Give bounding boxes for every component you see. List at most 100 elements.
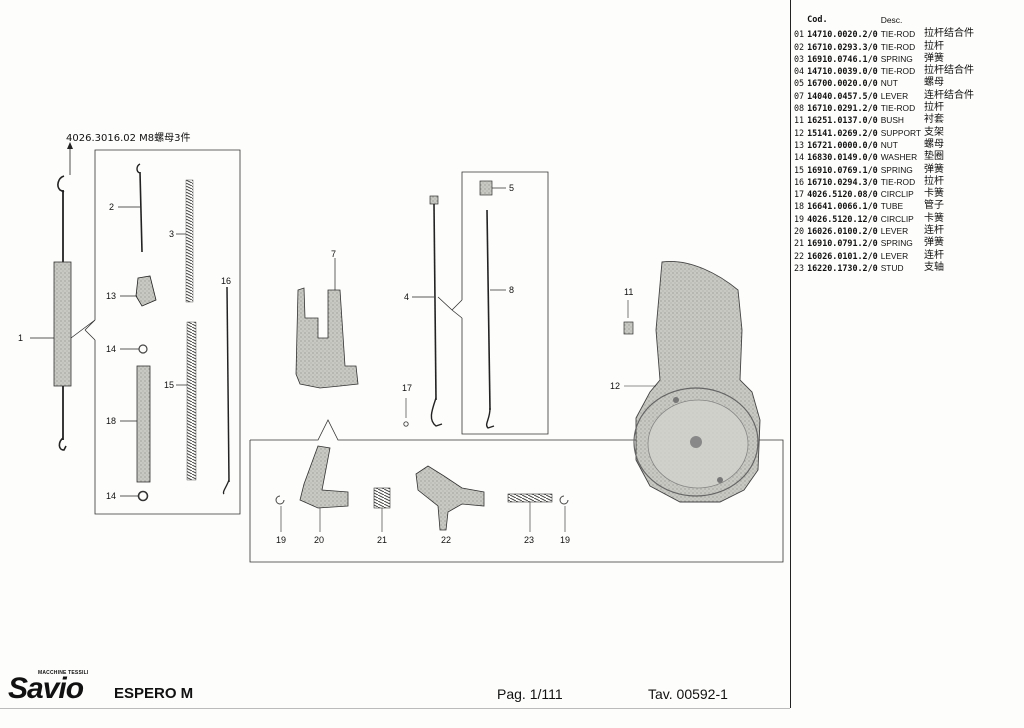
part-label-23: 23	[524, 535, 535, 545]
part-desc-chinese: 垫圈	[924, 151, 945, 163]
part-desc-chinese: 支轴	[924, 261, 945, 273]
row-number: 03	[794, 53, 805, 64]
part-desc: LEVER	[880, 250, 909, 261]
row-number: 21	[794, 238, 805, 249]
part-desc-chinese: 连杆	[924, 225, 945, 237]
part-desc: NUT	[880, 78, 898, 89]
part-code: 4026.5120.12/0	[807, 213, 878, 224]
part-desc-chinese: 拉杆结合件	[924, 65, 975, 77]
row-number: 13	[794, 139, 805, 150]
part-label-15: 15	[164, 380, 175, 390]
part-desc-chinese: 螺母	[924, 77, 945, 89]
part-desc: LEVER	[880, 90, 909, 101]
part-desc: SPRING	[880, 53, 913, 64]
part-code: 16910.0746.1/0	[807, 53, 878, 64]
row-number: 22	[794, 250, 805, 261]
part-desc: LEVER	[880, 226, 909, 237]
model-name: ESPERO M	[114, 685, 194, 702]
part-desc: NUT	[880, 139, 898, 150]
part-label-2: 2	[109, 202, 115, 212]
part-label-7: 7	[331, 249, 337, 259]
part-desc: STUD	[880, 262, 904, 273]
part-code: 16700.0020.0/0	[807, 78, 878, 89]
code-column-header: Cod.	[807, 15, 828, 25]
part-desc-chinese: 衬套	[924, 114, 945, 126]
part-desc-chinese: 拉杆	[924, 40, 945, 52]
row-number: 19	[794, 213, 805, 224]
part-code: 16910.0791.2/0	[807, 238, 878, 249]
part-desc-chinese: 卡簧	[924, 188, 945, 200]
part-label-14-lower: 14	[106, 491, 117, 501]
part-code: 15141.0269.2/0	[807, 127, 878, 138]
part-label-17: 17	[402, 383, 413, 393]
part-label-18: 18	[106, 416, 117, 426]
row-number: 08	[794, 103, 805, 114]
row-number: 07	[794, 90, 805, 101]
part-desc-chinese: 弹簧	[924, 237, 945, 249]
part-code: 16830.0149.0/0	[807, 152, 878, 163]
desc-column-header: Desc.	[880, 15, 903, 25]
part-desc-chinese: 支架	[924, 126, 945, 138]
row-number: 04	[794, 66, 805, 77]
footer-rule	[0, 708, 790, 709]
row-number: 01	[794, 29, 805, 40]
column-divider	[790, 0, 791, 708]
part-label-3: 3	[169, 229, 175, 239]
part-desc-chinese: 连杆结合件	[924, 89, 975, 101]
row-number: 16	[794, 176, 805, 187]
part-desc: BUSH	[880, 115, 904, 126]
part-label-21: 21	[377, 535, 388, 545]
part-code: 4026.5120.08/0	[807, 189, 878, 200]
part-desc-chinese: 连杆	[924, 249, 945, 261]
part-label-12: 12	[610, 381, 621, 391]
part-code: 16220.1730.2/0	[807, 262, 878, 273]
part-code: 16721.0000.0/0	[807, 139, 878, 150]
part-label-16: 16	[221, 276, 232, 286]
row-number: 12	[794, 127, 805, 138]
part-label-20: 20	[314, 535, 325, 545]
part-code: 16251.0137.0/0	[807, 115, 878, 126]
part-desc-chinese: 管子	[924, 200, 945, 212]
part-code: 16710.0291.2/0	[807, 103, 878, 114]
part-code: 16910.0769.1/0	[807, 164, 878, 175]
part-label-22: 22	[441, 535, 452, 545]
part-desc-chinese: 拉杆	[924, 102, 945, 114]
part-label-8: 8	[509, 285, 515, 295]
part-code: 16710.0293.3/0	[807, 41, 878, 52]
part-desc: TIE-ROD	[880, 103, 916, 114]
row-number: 11	[794, 115, 805, 126]
table-number: Tav. 00592-1	[648, 686, 728, 702]
part-desc: CIRCLIP	[880, 189, 914, 200]
part-desc-chinese: 弹簧	[924, 163, 945, 175]
part-label-1: 1	[18, 333, 24, 343]
row-number: 20	[794, 226, 805, 237]
part-label-14: 14	[106, 344, 117, 354]
row-number: 14	[794, 152, 805, 163]
part-desc: SUPPORT	[880, 127, 922, 138]
part-label-5: 5	[509, 183, 515, 193]
part-desc-chinese: 拉杆结合件	[924, 28, 975, 40]
brand-tagline: MACCHINE TESSILI	[38, 670, 89, 676]
part-desc: CIRCLIP	[880, 213, 914, 224]
exploded-drawing	[30, 142, 784, 563]
part-code: 16641.0066.1/0	[807, 201, 878, 212]
part-desc: WASHER	[880, 152, 918, 163]
